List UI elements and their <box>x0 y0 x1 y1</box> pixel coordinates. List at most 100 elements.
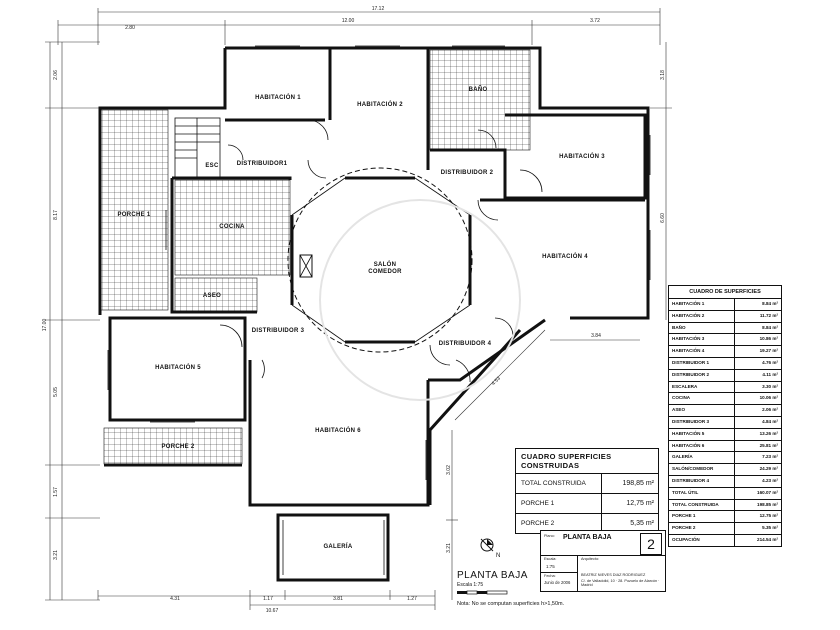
room-porche-2: PORCHE 2 <box>161 444 194 450</box>
dim-left-d: 1.57 <box>53 487 59 497</box>
row-value: 12,75 m² <box>626 500 654 507</box>
plano-label: Plano: <box>544 534 555 538</box>
north-arrow-icon <box>478 536 496 559</box>
room-distribuidor-4: DISTRIBUIDOR 4 <box>439 341 492 347</box>
dim-left-a: 2.06 <box>53 70 59 80</box>
row-label: PORCHE 2 <box>669 523 735 534</box>
walls <box>98 46 650 582</box>
row-label: GALERÍA <box>669 452 735 464</box>
dim-diag: 4.53 <box>491 376 502 387</box>
dim-mid-right-b: 3.21 <box>446 543 452 553</box>
row-value: 11.72 m² <box>759 312 778 318</box>
row-label: PORCHE 2 <box>516 514 602 533</box>
row-label: HABITACIÓN 4 <box>669 346 735 357</box>
room-comedor: COMEDOR <box>368 269 402 275</box>
row-label: SALÓN/COMEDOR <box>669 464 735 475</box>
row-label: TOTAL CONSTRUIDA <box>669 499 735 511</box>
row-value: 214.54 m² <box>757 536 778 542</box>
note: Nota: No se computan superficies h>1,50m… <box>457 601 565 607</box>
title-block: Plano: PLANTA BAJA 2 Escala: 1:75 Fecha:… <box>540 530 666 592</box>
row-value: 4.23 m² <box>762 477 778 483</box>
row-value: 8.84 m² <box>762 301 778 306</box>
row-value: 7.23 m² <box>762 454 778 460</box>
table-row: PORCHE 2 5.35 m² <box>669 523 781 535</box>
row-label: HABITACIÓN 3 <box>669 334 735 346</box>
row-value: 8.84 m² <box>762 324 778 330</box>
dim-right-c: 3.84 <box>591 333 601 339</box>
salon-rotunda <box>287 167 473 353</box>
room-bano: BAÑO <box>469 86 488 93</box>
dim-left-b: 8.17 <box>53 210 59 220</box>
room-galeria: GALERÍA <box>323 542 352 550</box>
dim-bottom-d: 1.27 <box>407 596 417 602</box>
row-label: HABITACIÓN 1 <box>669 299 735 310</box>
row-label: TOTAL CONSTRUIDA <box>516 474 602 493</box>
row-label: PORCHE 1 <box>669 511 735 523</box>
superficies-rows: HABITACIÓN 1 8.84 m² HABITACIÓN 2 11.72 m² B… <box>669 299 781 546</box>
row-label: PORCHE 1 <box>516 494 602 513</box>
row-label: HABITACIÓN 6 <box>669 440 735 452</box>
room-distribuidor-1: DISTRIBUIDOR1 <box>237 161 288 167</box>
room-porche-1: PORCHE 1 <box>117 212 150 218</box>
dim-left-e: 3.21 <box>53 550 59 560</box>
row-label: DISTRIBUIDOR 3 <box>669 416 735 428</box>
fecha-label: Fecha: <box>544 574 556 578</box>
arquitecto-label: Arquitecto: <box>581 557 600 561</box>
dim-top-left: 2.80 <box>125 25 135 31</box>
table-row: HABITACIÓN 1 8.84 m² <box>669 299 781 311</box>
room-distribuidor-2: DISTRIBUIDOR 2 <box>441 170 494 176</box>
table-row: HABITACIÓN 6 25.81 m² <box>669 440 781 453</box>
room-salon: SALÓN <box>374 260 397 268</box>
construida-table: CUADRO SUPERFICIES CONSTRUIDAS TOTAL CON… <box>515 448 659 534</box>
dim-top-total: 17.12 <box>372 6 385 12</box>
construida-title: CUADRO SUPERFICIES CONSTRUIDAS <box>516 449 658 474</box>
arquitecto-name: BEATRIZ NIEVES DIAZ RODRIGUEZ <box>581 573 646 577</box>
row-value: 13.26 m² <box>759 430 778 436</box>
windows <box>107 45 651 575</box>
row-value: 4.76 m² <box>762 359 778 365</box>
row-value: 2.06 m² <box>762 407 778 413</box>
arquitecto-address: C/. de Valladolid, 10 · 28. Pozuelo de A… <box>581 579 660 587</box>
table-row: GALERÍA 7.23 m² <box>669 452 781 465</box>
row-label: HABITACIÓN 5 <box>669 428 735 440</box>
dim-left-total: 17.00 <box>42 319 48 332</box>
row-value: 5.35 m² <box>762 525 778 531</box>
room-habitacion-5: HABITACIÓN 5 <box>155 363 201 371</box>
plano-title: PLANTA BAJA <box>563 534 612 541</box>
row-value: 3.30 m² <box>762 383 778 389</box>
row-label: ESCALERA <box>669 381 735 393</box>
row-value: 19.27 m² <box>759 348 778 354</box>
table-row: PORCHE 2 5,35 m² <box>516 514 658 533</box>
dimension-lines <box>45 8 672 610</box>
porche2-tiles <box>103 427 243 465</box>
dim-top-right: 3.72 <box>590 18 600 24</box>
stairs <box>174 117 221 179</box>
porche1-tiles <box>99 109 169 311</box>
aseo-tiles <box>174 277 258 313</box>
watermark <box>319 199 521 401</box>
room-cocina: COCINA <box>219 224 245 230</box>
table-row: ESCALERA 3.30 m² <box>669 381 781 394</box>
room-distribuidor-3: DISTRIBUIDOR 3 <box>252 328 305 334</box>
row-value: 25.81 m² <box>759 442 778 448</box>
row-label: DISTRIBUIDOR 1 <box>669 357 735 369</box>
door-swings <box>219 119 543 383</box>
row-label: HABITACIÓN 2 <box>669 310 735 322</box>
dim-mid-right-a: 3.02 <box>446 465 452 475</box>
north-label: N <box>496 553 501 559</box>
bano-tiles <box>429 49 531 151</box>
fecha-value: Junio de 2006 <box>544 580 571 585</box>
dim-bottom-total: 10.67 <box>266 608 279 614</box>
